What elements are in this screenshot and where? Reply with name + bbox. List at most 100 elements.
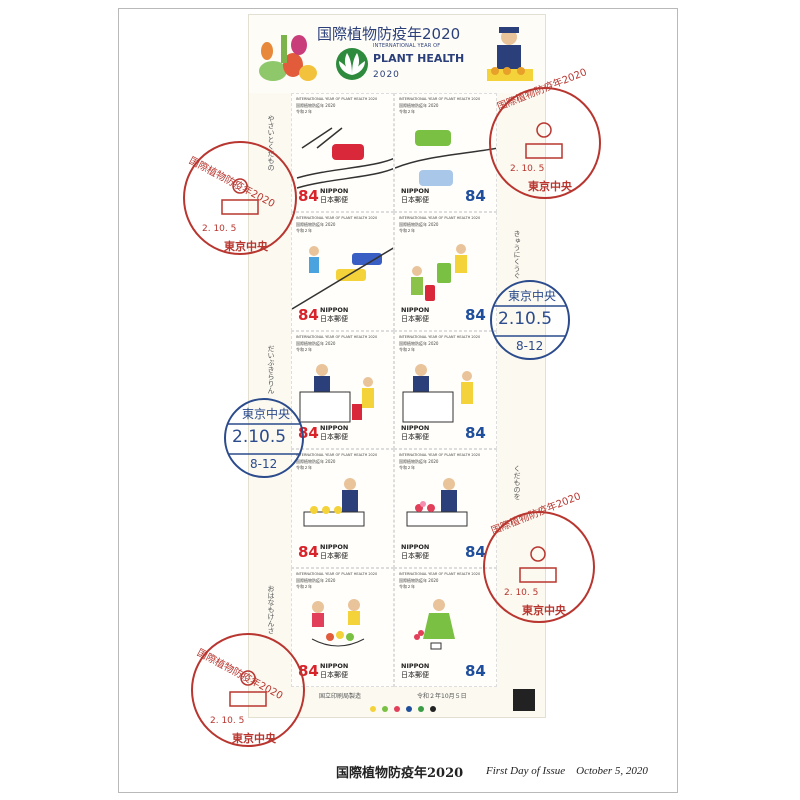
stamp-7: INTERNATIONAL YEAR OF PLANT HEALTH 2020 … — [291, 449, 394, 569]
traveler-illustration — [292, 245, 393, 310]
stamp-en: INTERNATIONAL YEAR OF PLANT HEALTH 2020 — [399, 334, 481, 339]
vegetables-illustration — [259, 35, 317, 81]
pictorial-cancel-4: 国際植物防疫年2020 2. 10. 5 東京中央 — [188, 630, 308, 750]
pictorial-cancel-office: 東京中央 — [528, 180, 572, 193]
margin-text-1: やさいとくだもの — [267, 115, 275, 171]
stamp-3: INTERNATIONAL YEAR OF PLANT HEALTH 2020 … — [291, 211, 394, 331]
stamp-en: INTERNATIONAL YEAR OF PLANT HEALTH 2020 — [296, 572, 378, 577]
issue-date-imprint: 令和２年10月５日 — [417, 693, 467, 700]
stamp-jp: 国際植物防疫年 2020 — [296, 340, 336, 346]
stamp-jp: 国際植物防疫年 2020 — [296, 221, 336, 227]
inspection-counter-illustration — [299, 363, 374, 423]
luggage-carousel-illustration — [296, 127, 393, 189]
stamp-9: INTERNATIONAL YEAR OF PLANT HEALTH 2020 … — [291, 568, 394, 687]
stamp-jp: 国際植物防疫年 2020 — [399, 103, 439, 108]
travelers-luggage-illustration — [411, 243, 467, 301]
pictorial-cancel-2: 国際植物防疫年2020 2. 10. 5 東京中央 — [486, 67, 604, 202]
round-cancel-time: 8-12 — [250, 457, 278, 471]
stamp-post: 日本郵便 — [320, 670, 348, 679]
stamp-en: INTERNATIONAL YEAR OF PLANT HEALTH 2020 — [296, 97, 378, 101]
stamp-era: 令和２年 — [399, 227, 415, 233]
stamp-era: 令和２年 — [296, 227, 312, 233]
stamp-value: 84 — [465, 186, 486, 205]
stamp-5: INTERNATIONAL YEAR OF PLANT HEALTH 2020 … — [291, 330, 394, 450]
suitcases-illustration — [395, 130, 496, 186]
color-registration-dots — [370, 706, 436, 712]
stamp-2: INTERNATIONAL YEAR OF PLANT HEALTH 2020 … — [394, 93, 497, 212]
round-cancel-date: 2.10.5 — [498, 309, 553, 329]
stamp-post: 日本郵便 — [401, 195, 429, 204]
stamp-value: 84 — [298, 661, 319, 680]
pictorial-cancel-ring — [183, 141, 297, 255]
margin-text-3: だいぶきらりん — [267, 345, 275, 394]
stamp-era: 令和２年 — [296, 584, 312, 590]
stamp-era: 令和２年 — [296, 465, 312, 471]
round-cancel-1: 東京中央 2.10.5 8-12 — [488, 278, 572, 362]
stamp-4: INTERNATIONAL YEAR OF PLANT HEALTH 2020 … — [394, 211, 497, 331]
stamp-en: INTERNATIONAL YEAR OF PLANT HEALTH 2020 — [296, 334, 378, 339]
stamp-jp: 国際植物防疫年 2020 — [399, 459, 439, 465]
stamp-era: 令和２年 — [296, 346, 312, 352]
stamp-10: INTERNATIONAL YEAR OF PLANT HEALTH 2020 … — [394, 568, 497, 687]
stamp-post: 日本郵便 — [401, 670, 429, 679]
plant-health-logo-icon — [336, 48, 368, 80]
stamp-nippon: NIPPON — [401, 543, 430, 552]
stamp-nippon: NIPPON — [320, 661, 349, 670]
stamp-nippon: NIPPON — [401, 305, 430, 314]
stamp-nippon: NIPPON — [401, 424, 430, 433]
stamp-post: 日本郵便 — [320, 433, 348, 442]
caption-first-day: First Day of Issue October 5, 2020 — [486, 765, 648, 777]
pictorial-cancel-office: 東京中央 — [232, 732, 276, 745]
sheet-title-jp: 国際植物防疫年2020 — [317, 25, 461, 43]
caption-title-jp: 国際植物防疫年2020 — [336, 766, 464, 781]
stamp-post: 日本郵便 — [401, 552, 429, 561]
margin-text-5: おはなもけんさ — [267, 585, 275, 634]
round-cancel-ring — [224, 398, 304, 478]
pictorial-cancel-ring — [489, 87, 601, 199]
stamp-era: 令和２年 — [296, 109, 312, 114]
stamp-post: 日本郵便 — [320, 314, 348, 323]
stamp-jp: 国際植物防疫年 2020 — [399, 340, 439, 346]
stamp-nippon: NIPPON — [401, 186, 430, 195]
margin-text-2: きゅうにくうぐ — [513, 230, 521, 279]
family-fruit-bowl-illustration — [311, 599, 365, 647]
qr-code — [513, 689, 535, 711]
stamp-value: 84 — [298, 305, 319, 324]
sheet-plant-health: PLANT HEALTH — [373, 52, 465, 65]
stamp-jp: 国際植物防疫年 2020 — [296, 459, 336, 465]
pictorial-cancel-office: 東京中央 — [224, 240, 268, 253]
stamp-1: INTERNATIONAL YEAR OF PLANT HEALTH 2020 … — [291, 93, 394, 212]
round-cancel-time: 8-12 — [516, 339, 544, 353]
stamp-nippon: NIPPON — [320, 424, 349, 433]
printer-imprint: 国立印刷局製造 — [319, 693, 362, 700]
sheet-intl-line: INTERNATIONAL YEAR OF — [373, 43, 441, 49]
stamp-value: 84 — [465, 305, 486, 324]
stamp-value: 84 — [465, 543, 486, 562]
stamp-era: 令和２年 — [399, 584, 415, 590]
stamp-post: 日本郵便 — [320, 195, 348, 204]
stamp-era: 令和２年 — [399, 109, 415, 114]
round-cancel-2: 東京中央 2.10.5 8-12 — [222, 396, 306, 480]
inspection-counter-illustration — [402, 363, 473, 423]
stamp-en: INTERNATIONAL YEAR OF PLANT HEALTH 2020 — [296, 215, 378, 220]
stamp-nippon: NIPPON — [320, 305, 349, 314]
stamp-era: 令和２年 — [399, 346, 415, 352]
flower-inspector-illustration — [406, 478, 468, 527]
stamp-value: 84 — [298, 186, 319, 205]
stamp-post: 日本郵便 — [401, 314, 429, 323]
stamp-nippon: NIPPON — [320, 186, 349, 195]
sheet-year: 2020 — [373, 70, 400, 80]
stamp-jp: 国際植物防疫年 2020 — [399, 578, 439, 584]
round-cancel-office: 東京中央 — [242, 407, 291, 421]
pictorial-cancel-date: 2. 10. 5 — [510, 164, 545, 174]
stamp-jp: 国際植物防疫年 2020 — [296, 103, 336, 108]
stamp-era: 令和２年 — [399, 465, 415, 471]
margin-text-4: くだものを — [513, 465, 521, 500]
stamp-value: 84 — [298, 543, 319, 562]
stamp-nippon: NIPPON — [401, 661, 430, 670]
fruit-inspector-illustration — [303, 478, 365, 527]
pictorial-cancel-office: 東京中央 — [522, 604, 566, 617]
stamp-post: 日本郵便 — [401, 433, 429, 442]
stamp-6: INTERNATIONAL YEAR OF PLANT HEALTH 2020 … — [394, 330, 497, 450]
stamp-en: INTERNATIONAL YEAR OF PLANT HEALTH 2020 — [399, 215, 481, 220]
